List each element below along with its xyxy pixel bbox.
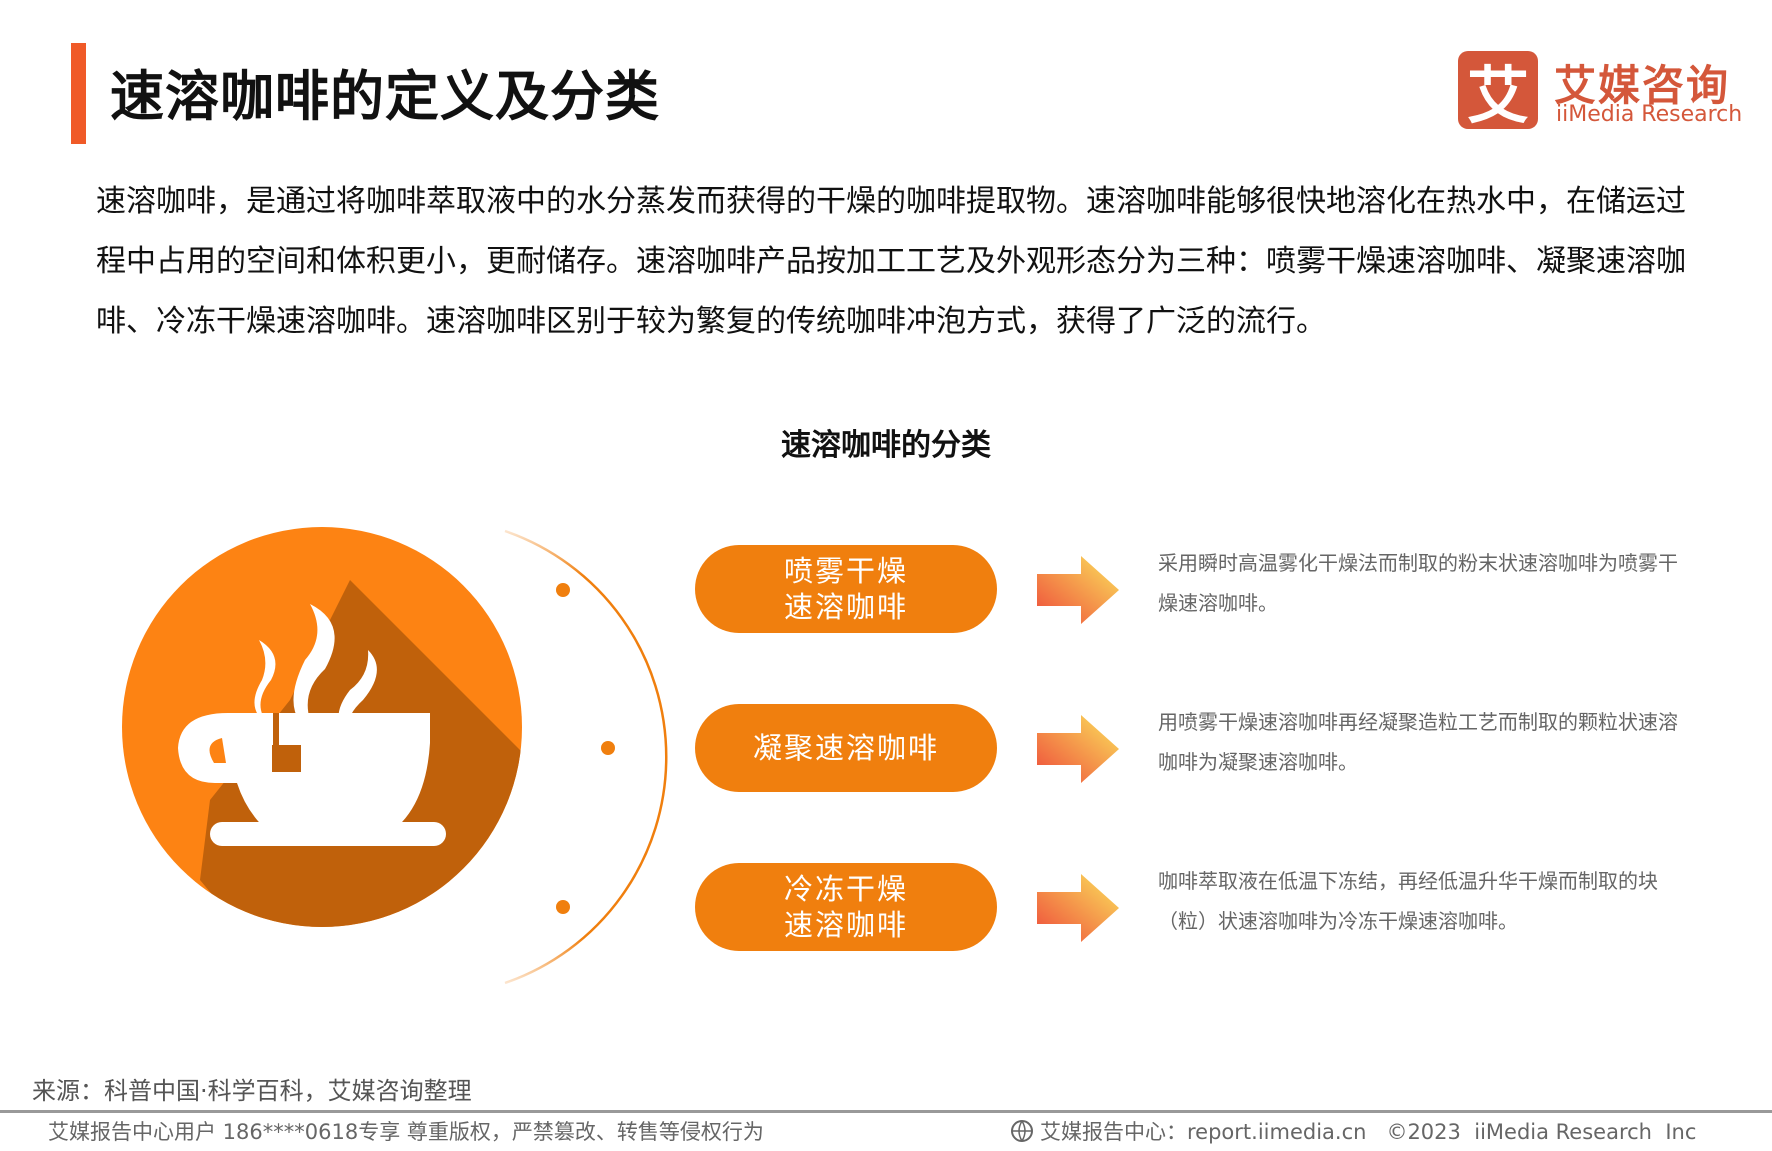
arc-dot	[556, 900, 570, 914]
source-note: 来源：科普中国·科学百科，艾媒咨询整理	[32, 1077, 472, 1105]
title-accent-bar	[71, 43, 86, 144]
decorative-arc	[504, 529, 668, 985]
diagram-title: 速溶咖啡的分类	[781, 428, 991, 463]
page-title: 速溶咖啡的定义及分类	[110, 65, 660, 128]
tea-tag-icon	[272, 745, 301, 772]
arrow-right-icon	[1037, 715, 1119, 783]
category-pill-agglomerated: 凝聚速溶咖啡	[695, 704, 997, 792]
logo-text-en: iiMedia Research	[1556, 102, 1743, 127]
arc-dot	[556, 583, 570, 597]
category-description: 咖啡萃取液在低温下冻结，再经低温升华干燥而制取的块（粒）状速溶咖啡为冷冻干燥速溶…	[1158, 869, 1658, 933]
footer-site-text: 艾媒报告中心：report.iimedia.cn ©2023 iiMedia R…	[1040, 1120, 1697, 1144]
globe-icon	[1011, 1120, 1033, 1142]
category-pill-freeze-dried: 冷冻干燥 速溶咖啡	[695, 863, 997, 951]
intro-paragraph: 速溶咖啡，是通过将咖啡萃取液中的水分蒸发而获得的干燥的咖啡提取物。速溶咖啡能够很…	[96, 184, 1686, 339]
coffee-illustration	[122, 527, 668, 985]
footer-copyright-notice: 艾媒报告中心用户 186****0618专享 尊重版权，严禁篡改、转售等侵权行为	[48, 1120, 764, 1144]
category-description: 用喷雾干燥速溶咖啡再经凝聚造粒工艺而制取的颗粒状速溶咖啡为凝聚速溶咖啡。	[1158, 710, 1678, 774]
coffee-cup-icon	[178, 604, 446, 846]
category-description: 采用瞬时高温雾化干燥法而制取的粉末状速溶咖啡为喷雾干燥速溶咖啡。	[1158, 551, 1678, 615]
logo-icon: 艾	[1458, 51, 1538, 132]
logo-text-cn: 艾媒咨询	[1554, 61, 1731, 110]
footer-site-info: 艾媒报告中心：report.iimedia.cn ©2023 iiMedia R…	[1010, 1116, 1696, 1146]
category-pill-spray-dried: 喷雾干燥 速溶咖啡	[695, 545, 997, 633]
arrow-right-icon	[1037, 874, 1119, 942]
footer-divider	[0, 1110, 1772, 1113]
arrow-right-icon	[1037, 556, 1119, 624]
arc-dot	[601, 741, 615, 755]
